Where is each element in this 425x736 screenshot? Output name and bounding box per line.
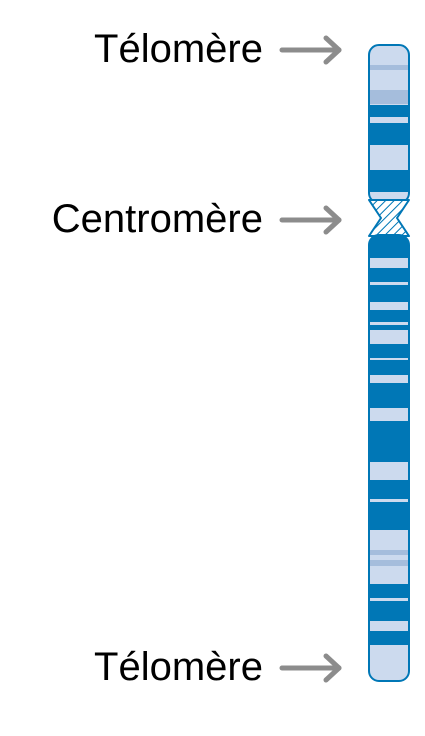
- arrow-right-icon: [279, 653, 342, 683]
- band: [369, 90, 409, 104]
- band: [369, 555, 409, 560]
- band: [369, 566, 409, 584]
- chromosome-upper-arm: [368, 44, 410, 204]
- centromere-label: Centromère: [51, 197, 263, 241]
- arrow-right-icon: [279, 205, 342, 235]
- band: [369, 123, 409, 145]
- band: [369, 560, 409, 566]
- centromere-constriction: [368, 199, 410, 237]
- band: [369, 499, 409, 502]
- arrow-right-icon: [279, 35, 342, 65]
- upper-arm-bands: [369, 65, 409, 192]
- band: [369, 322, 409, 325]
- band: [369, 408, 409, 421]
- band: [369, 550, 409, 555]
- chromosome-lower-arm: [368, 234, 410, 682]
- band: [369, 645, 409, 681]
- band: [369, 330, 409, 344]
- band: [369, 598, 409, 601]
- band: [369, 621, 409, 631]
- band: [369, 258, 409, 268]
- band: [369, 105, 409, 117]
- band: [369, 530, 409, 550]
- band: [369, 375, 409, 383]
- band: [369, 358, 409, 360]
- lower-arm-bands: [369, 258, 409, 681]
- band: [369, 462, 409, 480]
- band: [369, 302, 409, 310]
- band: [369, 282, 409, 285]
- telomere-top-label: Télomère: [94, 27, 263, 71]
- band: [369, 170, 409, 192]
- telomere-bottom-label: Télomère: [94, 645, 263, 689]
- band: [369, 65, 409, 70]
